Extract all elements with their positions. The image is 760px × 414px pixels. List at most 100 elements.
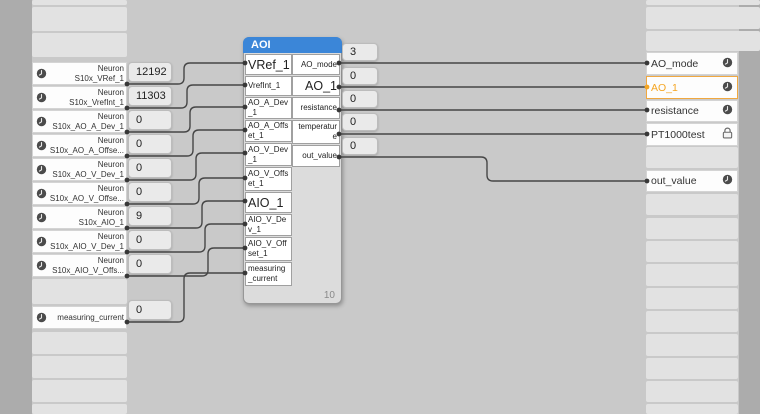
variable-node-line1: Neuron <box>97 64 124 73</box>
value-badge: 9 <box>128 206 172 226</box>
variable-node-line1: Neuron <box>97 208 124 217</box>
variable-node-line1: Neuron <box>97 232 124 241</box>
clock-icon <box>36 92 47 103</box>
block-input-pin-label: VrefInt_1 <box>248 81 281 90</box>
block-input-pin[interactable]: AIO_V_Dev_1 <box>245 214 292 236</box>
output-variable-node[interactable]: AO_mode <box>646 52 738 75</box>
empty-row-slot <box>32 404 127 414</box>
variable-node-line1: Neuron <box>97 184 124 193</box>
block-input-pin[interactable]: VrefInt_1 <box>245 76 292 96</box>
block-input-pin-label: AO_V_Offset_1 <box>248 169 289 188</box>
block-output-pin[interactable]: AO_mode <box>292 54 340 75</box>
block-input-pin-label: AIO_V_Dev_1 <box>248 215 287 234</box>
empty-row-slot <box>32 356 127 378</box>
block-input-pin-label: AO_A_Dev_1 <box>248 98 289 117</box>
block-input-pin[interactable]: measuring_current <box>245 262 292 286</box>
block-exec-order: 10 <box>323 290 335 301</box>
block-output-pin-label: temperature <box>298 122 337 141</box>
variable-node-line2: measuring_current <box>57 312 124 322</box>
output-variable-node[interactable]: out_value <box>646 170 738 192</box>
empty-row-slot <box>646 147 738 168</box>
empty-row-slot <box>646 334 738 356</box>
empty-row-slot <box>646 241 738 262</box>
value-badge: 0 <box>342 90 378 108</box>
function-block-header[interactable]: AOI <box>243 37 342 53</box>
value-badge: 12192 <box>128 62 172 82</box>
clock-icon <box>722 81 733 95</box>
block-input-pin[interactable]: AO_V_Offset_1 <box>245 167 292 191</box>
block-output-pin[interactable]: resistance <box>292 97 340 119</box>
value-badge: 0 <box>128 300 172 320</box>
variable-node-line2: S10x_AO_V_Dev_1 <box>52 169 124 179</box>
block-input-pin-label: AIO_1 <box>248 195 284 210</box>
empty-row-slot <box>646 31 760 51</box>
value-badge: 3 <box>342 43 378 61</box>
empty-row-slot <box>646 7 760 29</box>
output-variable-node[interactable]: resistance <box>646 100 738 122</box>
variable-node-line2: S10x_AIO_V_Offs... <box>52 265 124 275</box>
value-badge: 0 <box>128 158 172 178</box>
block-input-pin[interactable]: AIO_1 <box>245 192 292 213</box>
block-output-pin[interactable]: out_value <box>292 145 340 167</box>
empty-row-slot <box>646 311 738 332</box>
value-badge: 0 <box>342 67 378 85</box>
block-input-pin[interactable]: AO_V_Dev_1 <box>245 143 292 166</box>
variable-node-line2: S10x_AIO_1 <box>78 217 124 227</box>
block-output-pin-label: AO_mode <box>300 59 337 69</box>
clock-icon <box>36 236 47 247</box>
block-input-pin[interactable]: AIO_V_Offset_1 <box>245 237 292 261</box>
block-input-pin[interactable]: VRef_1 <box>245 54 292 75</box>
variable-node-line1: Neuron <box>97 136 124 145</box>
lock-icon <box>722 127 733 142</box>
block-input-pin-label: VRef_1 <box>248 57 290 72</box>
clock-icon <box>36 188 47 199</box>
clock-icon <box>36 116 47 127</box>
empty-row-slot <box>32 380 127 402</box>
variable-node-line2: S10x_VrefInt_1 <box>69 97 124 107</box>
output-variable-label: AO_1 <box>651 81 678 94</box>
variable-node[interactable]: measuring_current <box>32 306 127 329</box>
block-output-pin-label: out_value <box>302 151 337 160</box>
empty-row-slot <box>646 358 738 379</box>
empty-row-slot <box>646 381 738 402</box>
block-input-pin-label: AO_A_Offset_1 <box>248 121 289 140</box>
clock-icon <box>36 312 47 323</box>
variable-node-line2: S10x_VRef_1 <box>74 73 124 83</box>
empty-row-slot <box>646 404 738 414</box>
block-input-pin[interactable]: AO_A_Offset_1 <box>245 120 292 142</box>
variable-node-line1: Neuron <box>97 112 124 121</box>
empty-row-slot <box>32 33 127 57</box>
block-output-pin[interactable]: AO_1 <box>292 76 340 96</box>
output-variable-node[interactable]: AO_1 <box>646 76 738 99</box>
variable-node-line1: Neuron <box>97 256 124 265</box>
block-output-pin[interactable]: temperature <box>292 120 340 144</box>
variable-node-line1: Neuron <box>97 88 124 97</box>
value-badge: 0 <box>128 110 172 130</box>
clock-icon <box>36 140 47 151</box>
block-input-pin-label: AO_V_Dev_1 <box>248 144 289 164</box>
value-badge: 0 <box>128 182 172 202</box>
output-variable-label: AO_mode <box>651 57 699 70</box>
block-input-pin[interactable]: AO_A_Dev_1 <box>245 97 292 119</box>
value-badge: 0 <box>342 113 378 131</box>
empty-row-slot <box>646 194 738 215</box>
clock-icon <box>722 104 733 118</box>
output-variable-node[interactable]: PT1000test <box>646 123 738 146</box>
